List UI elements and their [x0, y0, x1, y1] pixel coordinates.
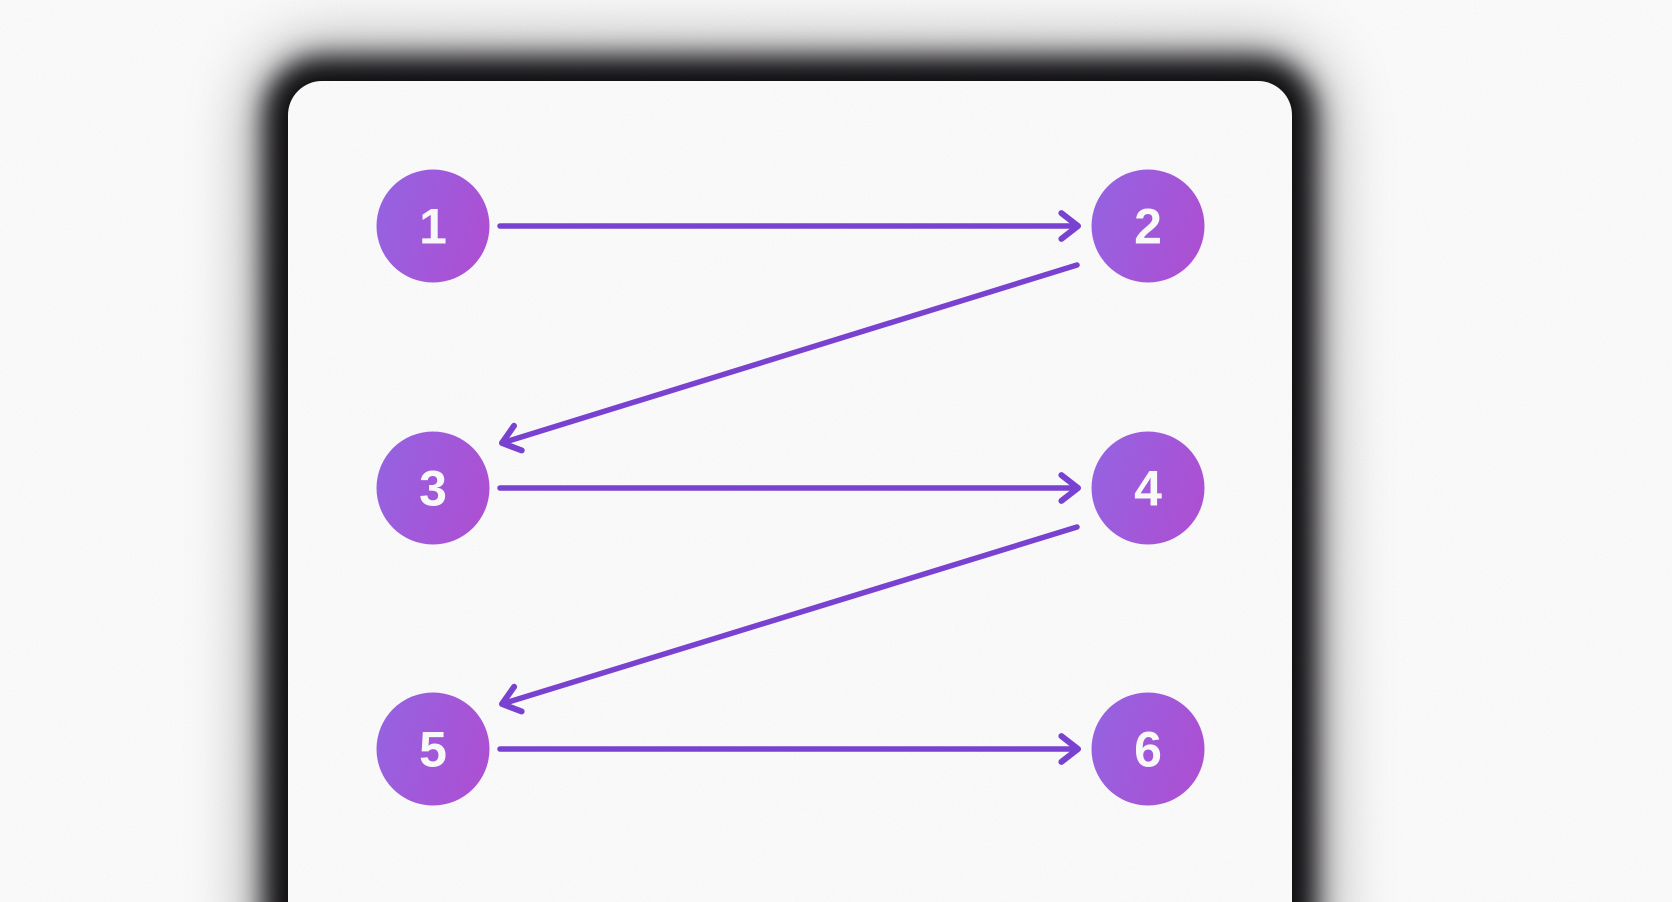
white-card: 1 2 3 4 5 6 [288, 81, 1292, 902]
arrow-3-to-4 [497, 472, 1081, 504]
node-3: 3 [376, 431, 490, 545]
node-number: 6 [1134, 721, 1162, 777]
node-2: 2 [1091, 169, 1205, 283]
node-number: 4 [1134, 460, 1162, 516]
node-number: 5 [419, 721, 447, 777]
node-number: 2 [1134, 198, 1162, 254]
arrow-1-to-2 [497, 210, 1081, 242]
node-number: 3 [419, 460, 447, 516]
arrow-4-to-5 [499, 524, 1080, 715]
node-5: 5 [376, 692, 490, 806]
arrow-5-to-6 [497, 733, 1081, 765]
arrow-2-to-3 [499, 262, 1080, 454]
node-number: 1 [419, 198, 447, 254]
node-6: 6 [1091, 692, 1205, 806]
node-4: 4 [1091, 431, 1205, 545]
node-1: 1 [376, 169, 490, 283]
